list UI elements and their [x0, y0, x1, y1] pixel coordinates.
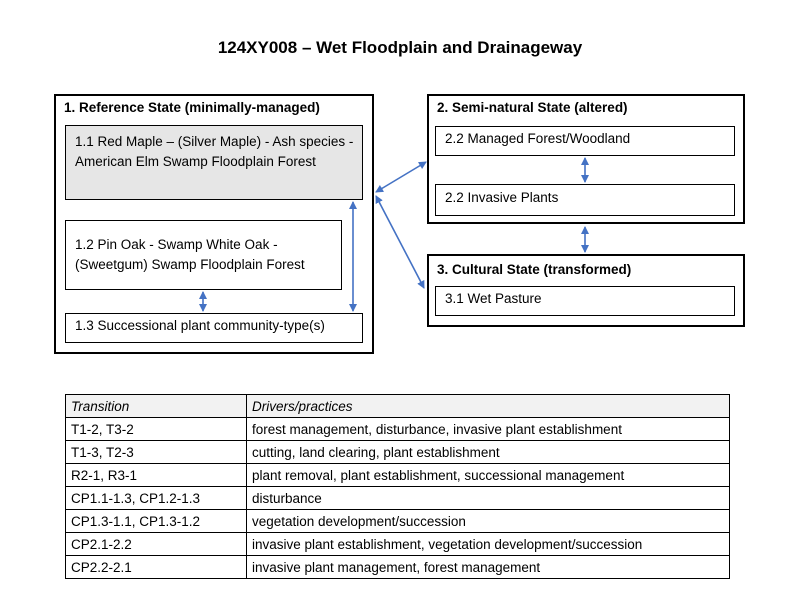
- drivers-cell: cutting, land clearing, plant establishm…: [246, 440, 730, 464]
- table-header-row: Transition Drivers/practices: [65, 394, 730, 418]
- transition-cell: CP1.1-1.3, CP1.2-1.3: [65, 486, 247, 510]
- community-2-2: 2.2 Invasive Plants: [435, 184, 735, 216]
- table-row: CP1.3-1.1, CP1.3-1.2 vegetation developm…: [65, 509, 730, 533]
- table-row: R2-1, R3-1 plant removal, plant establis…: [65, 463, 730, 487]
- header-transition: Transition: [65, 394, 247, 418]
- cultural-state-title: 3. Cultural State (transformed): [437, 262, 632, 277]
- community-1-3: 1.3 Successional plant community-type(s): [65, 313, 363, 343]
- transition-cell: CP1.3-1.1, CP1.3-1.2: [65, 509, 247, 533]
- community-1-1: 1.1 Red Maple – (Silver Maple) - Ash spe…: [65, 125, 363, 200]
- drivers-cell: invasive plant management, forest manage…: [246, 555, 730, 579]
- arrow-1-2: [375, 161, 427, 193]
- arrow-1-3: [375, 195, 425, 289]
- table-row: T1-3, T2-3 cutting, land clearing, plant…: [65, 440, 730, 464]
- table-row: CP2.1-2.2 invasive plant establishment, …: [65, 532, 730, 556]
- semi-natural-state-title: 2. Semi-natural State (altered): [437, 100, 628, 115]
- drivers-cell: disturbance: [246, 486, 730, 510]
- drivers-cell: plant removal, plant establishment, succ…: [246, 463, 730, 487]
- community-3-1: 3.1 Wet Pasture: [435, 286, 735, 316]
- drivers-cell: forest management, disturbance, invasive…: [246, 417, 730, 441]
- transition-cell: T1-2, T3-2: [65, 417, 247, 441]
- transition-cell: T1-3, T2-3: [65, 440, 247, 464]
- drivers-cell: vegetation development/succession: [246, 509, 730, 533]
- header-drivers: Drivers/practices: [246, 394, 730, 418]
- table-row: CP2.2-2.1 invasive plant management, for…: [65, 555, 730, 579]
- transition-cell: CP2.2-2.1: [65, 555, 247, 579]
- table-row: CP1.1-1.3, CP1.2-1.3 disturbance: [65, 486, 730, 510]
- transition-cell: CP2.1-2.2: [65, 532, 247, 556]
- table-row: T1-2, T3-2 forest management, disturbanc…: [65, 417, 730, 441]
- transition-table: Transition Drivers/practices T1-2, T3-2 …: [65, 394, 730, 579]
- diagram-title: 124XY008 – Wet Floodplain and Drainagewa…: [217, 38, 583, 57]
- community-1-2: 1.2 Pin Oak - Swamp White Oak - (Sweetgu…: [65, 220, 342, 290]
- community-2-1: 2.2 Managed Forest/Woodland: [435, 126, 735, 156]
- drivers-cell: invasive plant establishment, vegetation…: [246, 532, 730, 556]
- transition-cell: R2-1, R3-1: [65, 463, 247, 487]
- reference-state-title: 1. Reference State (minimally-managed): [64, 100, 320, 115]
